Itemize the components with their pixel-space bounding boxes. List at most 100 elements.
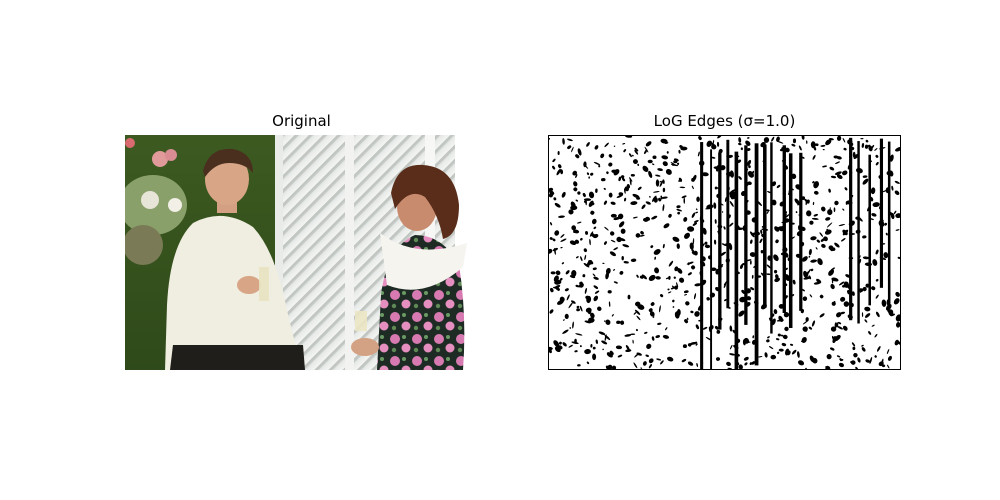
edge-blob	[796, 231, 803, 237]
edge-blob	[549, 248, 553, 254]
edge-blob	[589, 238, 591, 246]
edge-blob	[870, 144, 875, 150]
edge-blob	[776, 184, 781, 189]
edge-blob	[865, 359, 871, 363]
edge-blob	[693, 293, 697, 300]
edge-blob	[695, 211, 699, 214]
edge-blob	[616, 194, 623, 198]
edge-blob	[593, 226, 597, 230]
edge-blob	[585, 230, 589, 235]
edge-blob	[655, 179, 660, 187]
edge-blob	[812, 154, 816, 160]
edge-blob	[782, 334, 788, 340]
edge-blob	[686, 261, 694, 265]
edge-blob	[709, 292, 716, 298]
edge-line	[788, 153, 793, 328]
edge-blob	[889, 171, 894, 177]
edge-blob	[801, 196, 806, 200]
edge-blob	[690, 310, 694, 314]
edge-blob	[895, 229, 900, 231]
edge-blob	[778, 315, 784, 323]
edge-blob	[745, 183, 749, 187]
edge-blob	[881, 358, 884, 366]
edge-blob	[855, 366, 859, 369]
edge-blob	[815, 247, 818, 250]
edge-blob	[810, 259, 818, 263]
edge-blob	[613, 269, 616, 271]
edge-blob	[657, 322, 662, 325]
edge-blob	[811, 320, 816, 327]
edge-blob	[878, 220, 885, 228]
edge-blob	[895, 213, 900, 219]
edge-blob	[785, 211, 788, 214]
edge-blob	[879, 205, 883, 210]
edge-blob	[836, 355, 841, 358]
edge-blob	[830, 347, 835, 351]
edge-blob	[613, 247, 619, 251]
edge-blob	[862, 235, 867, 239]
edge-blob	[571, 225, 577, 231]
edge-blob	[727, 367, 732, 369]
edge-blob	[782, 218, 790, 223]
edge-blob	[556, 345, 563, 350]
edge-line	[770, 142, 773, 334]
edge-blob	[700, 256, 706, 262]
edge-blob	[687, 272, 692, 276]
edge-blob	[838, 224, 846, 227]
edge-blob	[806, 199, 810, 204]
edge-line	[868, 154, 871, 306]
edge-blob	[821, 206, 826, 212]
edge-blob	[751, 339, 756, 345]
edge-blob	[808, 248, 812, 256]
edge-blob	[837, 326, 843, 330]
edge-blob	[560, 238, 567, 242]
edge-blob	[790, 222, 795, 225]
edge-blob	[830, 283, 835, 290]
edge-blob	[879, 215, 883, 220]
edge-blob	[783, 212, 787, 216]
edge-blob	[705, 336, 712, 341]
edge-blob	[622, 143, 626, 145]
edge-blob	[558, 215, 565, 218]
edge-blob	[610, 231, 615, 236]
edge-blob	[867, 206, 870, 212]
edge-blob	[642, 361, 647, 366]
edge-blob	[662, 243, 665, 249]
edge-blob	[771, 199, 777, 206]
edge-blob	[691, 265, 696, 270]
edge-blob	[761, 233, 766, 238]
edge-line	[726, 139, 730, 309]
edge-blob	[798, 145, 802, 151]
edge-blob	[562, 342, 567, 347]
edge-blob	[836, 136, 842, 141]
edge-blob	[776, 351, 780, 355]
edge-blob	[795, 211, 798, 214]
edge-blob	[637, 186, 642, 191]
edge-blob	[728, 186, 730, 191]
edge-blob	[550, 271, 556, 275]
edge-blob	[811, 217, 819, 220]
edge-blob	[883, 252, 889, 259]
edge-blob	[819, 232, 824, 237]
edge-blob	[871, 213, 877, 217]
edge-blob	[791, 349, 797, 355]
edge-blob	[847, 289, 851, 295]
edge-blob	[821, 243, 826, 248]
edge-blob	[699, 215, 702, 221]
edge-blob	[743, 297, 746, 300]
edge-blob	[745, 140, 751, 146]
edge-blob	[603, 187, 606, 190]
edge-blob	[634, 353, 639, 358]
edge-blob	[827, 209, 833, 216]
edge-blob	[862, 175, 868, 178]
edge-blob	[783, 214, 790, 219]
edge-blob	[600, 153, 605, 159]
edge-blob	[874, 355, 877, 358]
edge-blob	[802, 256, 808, 262]
edge-blob	[868, 331, 872, 335]
edge-blob	[843, 301, 850, 307]
fence-post	[345, 135, 354, 370]
edge-blob	[739, 264, 744, 270]
edge-blob	[573, 231, 578, 233]
edge-blob	[671, 285, 676, 290]
